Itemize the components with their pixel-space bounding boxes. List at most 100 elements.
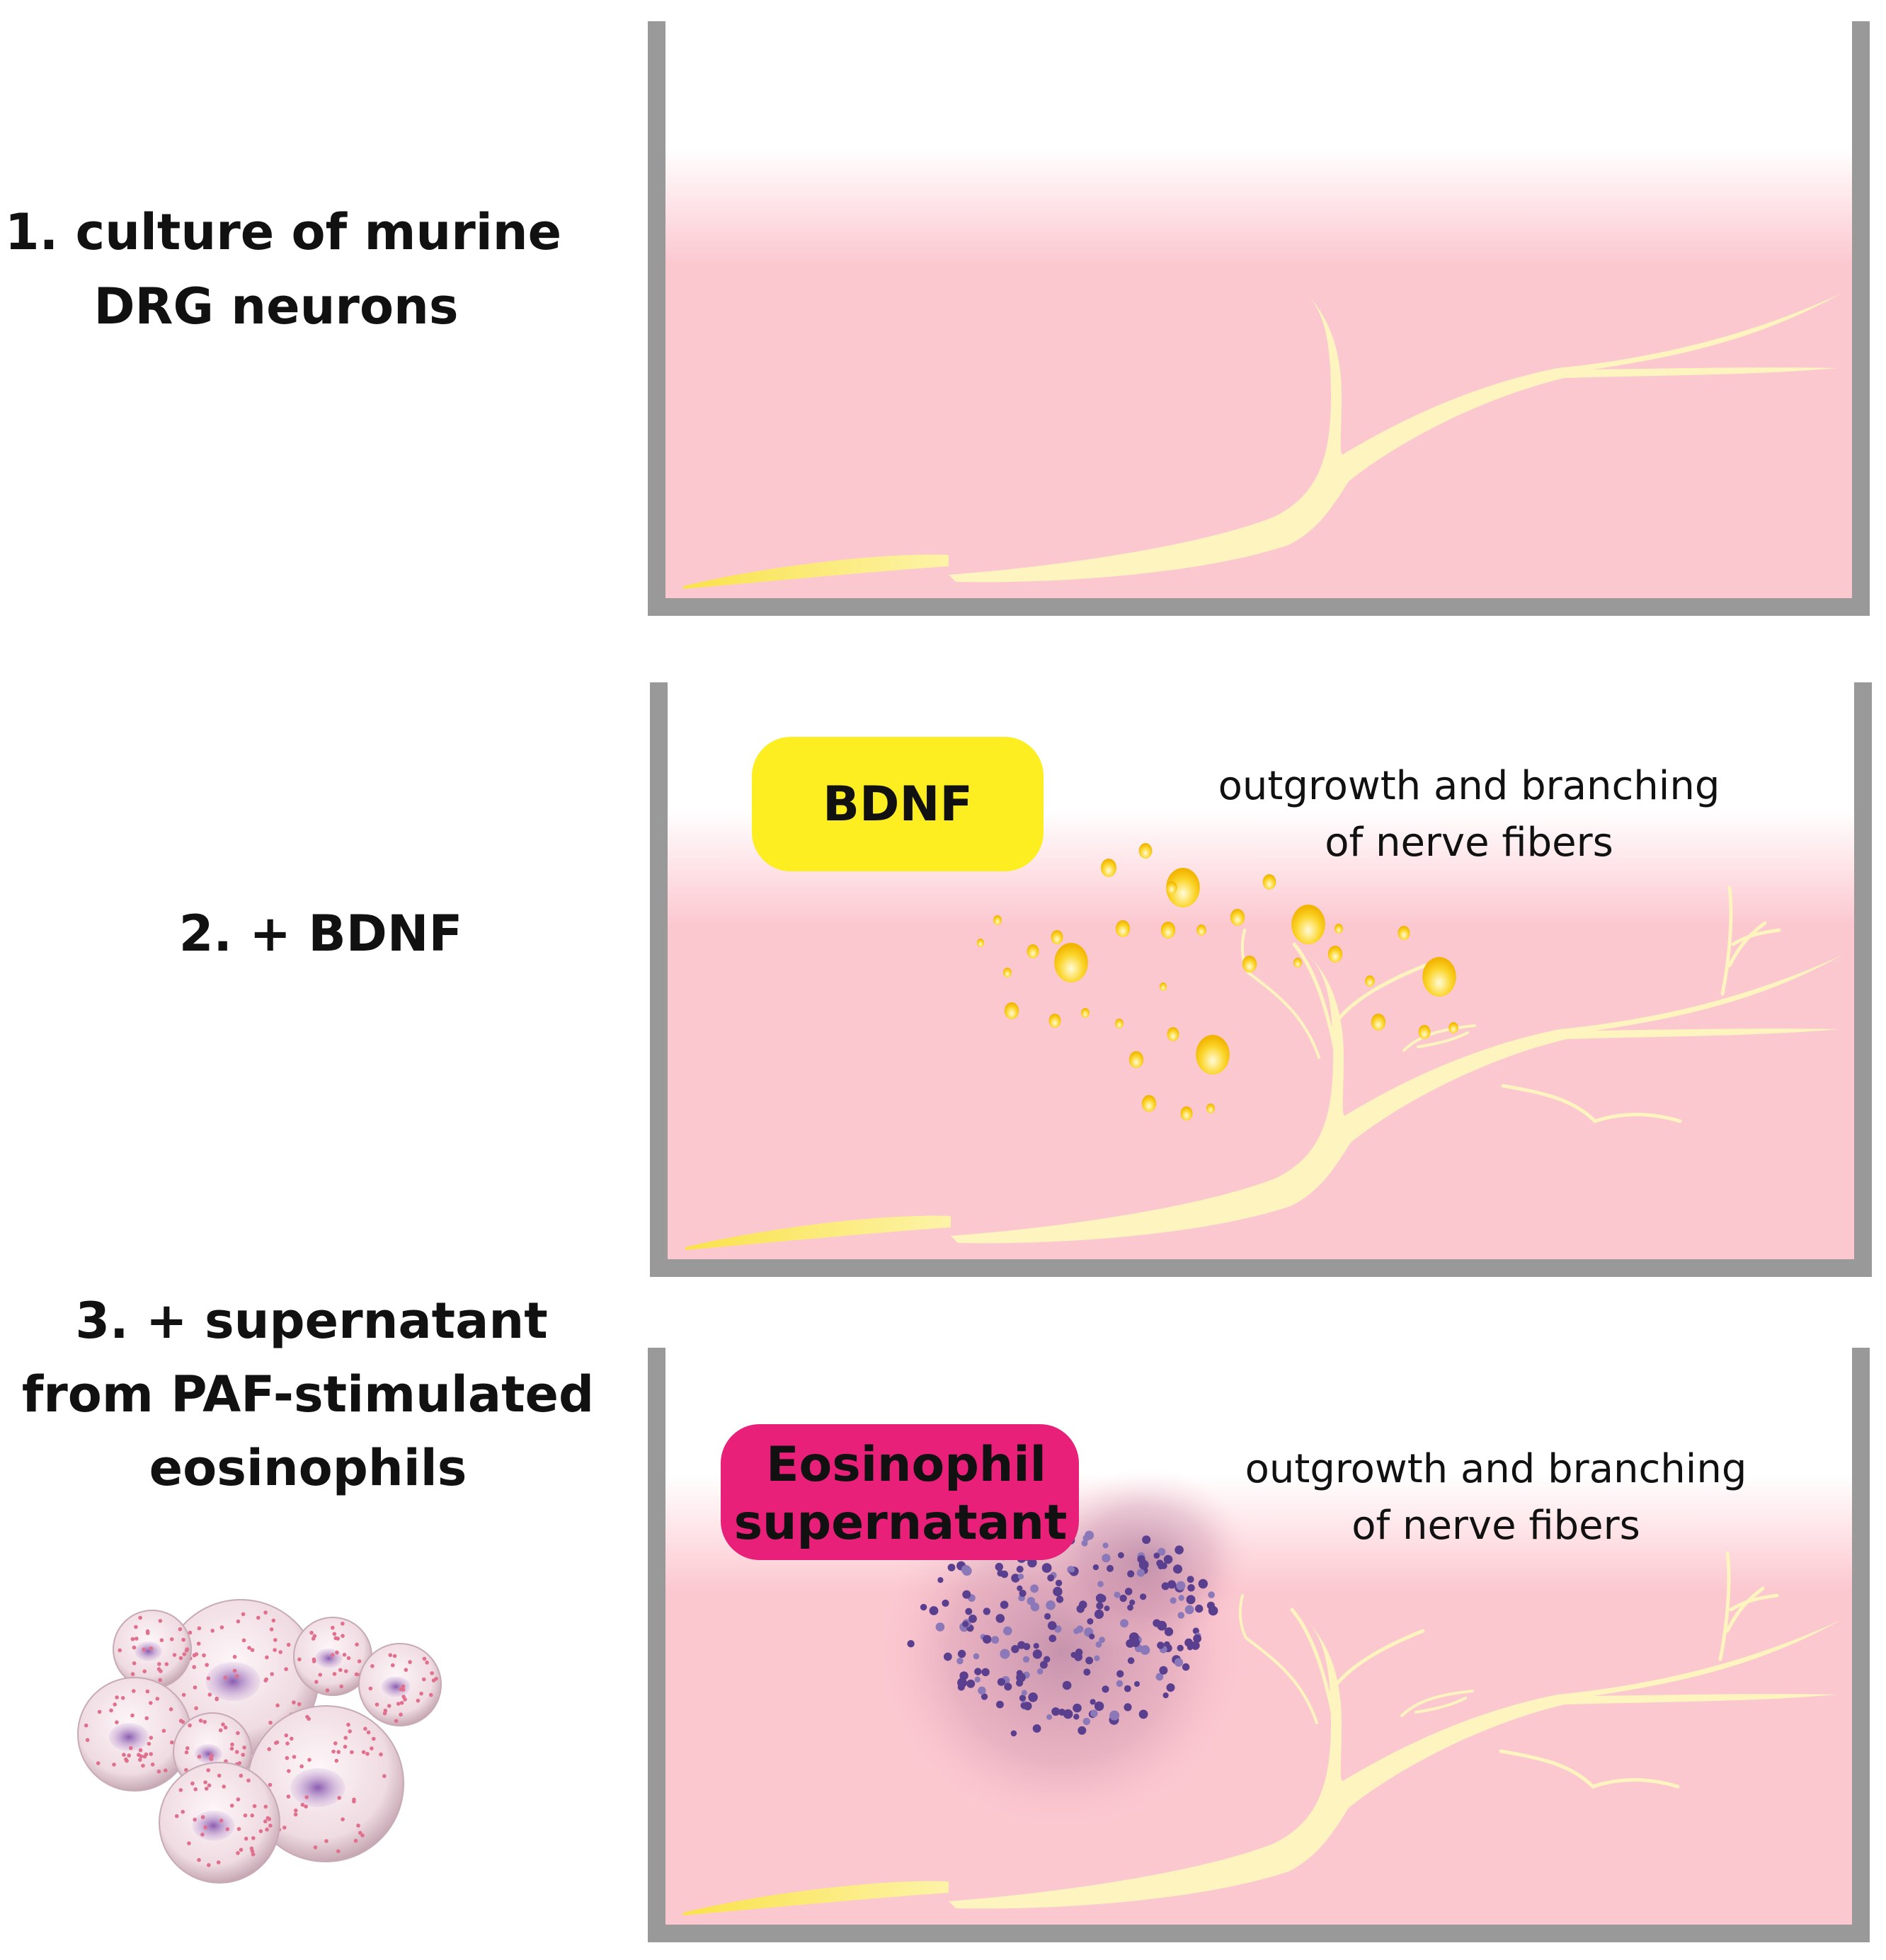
granule [1000, 1570, 1009, 1578]
granule [1173, 1564, 1182, 1574]
granule [1051, 1707, 1061, 1716]
step-3-line-1: 3. + supernatant [75, 1292, 547, 1350]
granule [1019, 1589, 1027, 1598]
granule-dot [287, 1769, 291, 1773]
granule-dot [85, 1738, 90, 1742]
granule [1102, 1554, 1111, 1563]
granule-dot [332, 1632, 337, 1637]
step-1-line-1: 1. culture of murine [5, 203, 561, 261]
granule-dot [333, 1636, 338, 1641]
granule [981, 1693, 988, 1700]
bdnf-droplets [976, 843, 1458, 1121]
granule-dot [159, 1638, 164, 1642]
granule-dot [271, 1618, 276, 1623]
granule [1094, 1655, 1100, 1661]
granule-dot [237, 1761, 242, 1765]
granule-dot [149, 1646, 153, 1651]
granule-dot [284, 1733, 289, 1738]
granule-dot [342, 1653, 347, 1657]
granule [1164, 1627, 1174, 1637]
granule [1030, 1603, 1040, 1612]
granule-dot [197, 1754, 202, 1759]
granule [962, 1620, 969, 1627]
granule-dot [429, 1692, 433, 1697]
granule [1109, 1710, 1120, 1721]
granule [1028, 1692, 1038, 1702]
granule [1056, 1595, 1064, 1603]
granule-dot [304, 1804, 308, 1809]
granule [1175, 1545, 1184, 1554]
granule [1048, 1634, 1057, 1642]
granule-dot [192, 1665, 197, 1669]
granule-dot [172, 1653, 177, 1657]
granule-dot [170, 1740, 174, 1745]
granule-dot [251, 1836, 256, 1840]
granule-dot [268, 1823, 273, 1828]
granule-dot [190, 1781, 195, 1786]
granule [1107, 1564, 1114, 1572]
granule [1174, 1658, 1184, 1667]
granule-dot [202, 1653, 206, 1658]
eosinophil-cluster-illustration [77, 1599, 442, 1884]
granule-dot [122, 1753, 126, 1757]
granule-dot [391, 1663, 395, 1668]
granule [966, 1679, 976, 1688]
granule-dot [370, 1746, 374, 1750]
granule-dot [307, 1758, 312, 1762]
granule-dot [216, 1860, 221, 1864]
eosinophil-cell [113, 1610, 192, 1689]
granule-dot [198, 1719, 203, 1723]
granule [1136, 1569, 1145, 1577]
granule [1094, 1701, 1104, 1712]
bdnf-box-label: BDNF [823, 776, 973, 832]
granule-dot [250, 1648, 255, 1652]
granule-dot [178, 1788, 183, 1792]
granule [1129, 1599, 1136, 1605]
granule-dot [387, 1704, 392, 1708]
granule [1131, 1638, 1141, 1647]
granule-dot [399, 1701, 404, 1705]
granule-dot [382, 1774, 387, 1778]
granule-dot [207, 1863, 211, 1867]
granule [1191, 1641, 1200, 1650]
granule-dot [181, 1809, 185, 1814]
granule-dot [263, 1610, 268, 1615]
granule [1182, 1663, 1190, 1671]
step-1-label: 1. culture of murine DRG neurons [5, 203, 561, 336]
bdnf-droplet [1196, 924, 1206, 936]
granule-dot [243, 1813, 248, 1818]
granule [1017, 1585, 1023, 1591]
granule-dot [132, 1661, 137, 1666]
granule-dot [434, 1676, 438, 1681]
granule-dot [273, 1638, 278, 1642]
step-3-label: 3. + supernatant from PAF-stimulated eos… [22, 1292, 594, 1497]
granule-dot [360, 1833, 365, 1838]
granule-dot [284, 1667, 288, 1671]
granule-dot [419, 1691, 423, 1696]
granule-dot [422, 1656, 427, 1661]
granule-dot [159, 1669, 163, 1673]
granule-dot [194, 1706, 198, 1711]
granule-dot [273, 1648, 277, 1652]
granule [1193, 1634, 1201, 1643]
granule-dot [188, 1630, 193, 1635]
granule-dot [394, 1719, 399, 1724]
granule [1023, 1643, 1031, 1651]
granule-dot [217, 1773, 222, 1778]
granule [1011, 1645, 1019, 1654]
granule-dot [300, 1802, 305, 1807]
step-3-line-2: from PAF-stimulated [22, 1365, 594, 1423]
granule [1198, 1578, 1208, 1589]
granule-dot [193, 1817, 198, 1822]
granule-dot [297, 1702, 302, 1707]
granule [942, 1599, 949, 1607]
granule-dot [341, 1634, 345, 1638]
granule-dot [365, 1752, 370, 1756]
granule-dot [361, 1750, 366, 1755]
granule [1076, 1605, 1085, 1613]
granule [1138, 1559, 1149, 1570]
granule-dot [96, 1761, 101, 1765]
granule [1140, 1645, 1150, 1655]
granule-dot [337, 1796, 342, 1800]
